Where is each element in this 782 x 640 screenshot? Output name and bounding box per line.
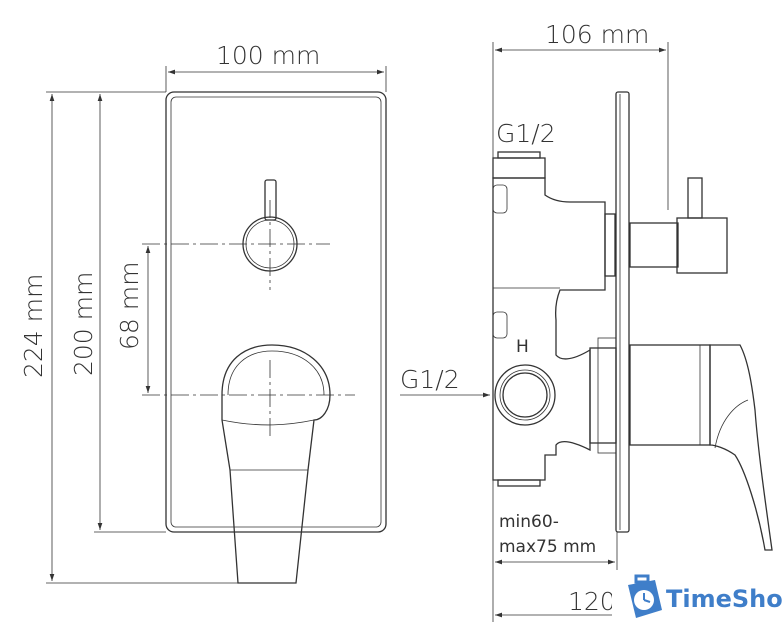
diverter-spindle (629, 222, 679, 268)
dim-label-68: 68 mm (115, 262, 144, 350)
dim-label-wall-depth-2: max75 mm (499, 537, 596, 557)
logo-text: TimeShop (666, 585, 782, 613)
label-side-connection: G1/2 (400, 365, 460, 394)
mixer-lever-side (709, 344, 773, 551)
diverter-knob (242, 216, 298, 272)
diverter-knob-side (676, 217, 728, 274)
side-view: 106 mm min60- max75 mm 120 (400, 20, 773, 622)
dim-label-120: 120 (568, 587, 616, 616)
dim-label-200: 200 mm (69, 272, 98, 376)
mixer-lever (221, 344, 331, 584)
dim-label-100: 100 mm (216, 41, 320, 70)
side-inlet (494, 364, 556, 426)
hot-mark: H (516, 337, 529, 357)
dim-label-106: 106 mm (545, 20, 649, 49)
dim-label-224: 224 mm (19, 274, 48, 378)
side-plate (615, 91, 630, 533)
valve-body (492, 177, 606, 481)
diverter-stem (264, 179, 277, 221)
front-view: 100 mm 224 mm 200 mm 68 mm (19, 41, 387, 584)
cover-plate (165, 91, 387, 533)
mixer-cartridge (629, 344, 711, 446)
timeshop-logo: TimeShop (612, 574, 782, 635)
label-top-connection: G1/2 (496, 119, 556, 148)
dim-label-wall-depth-1: min60- (499, 512, 559, 532)
